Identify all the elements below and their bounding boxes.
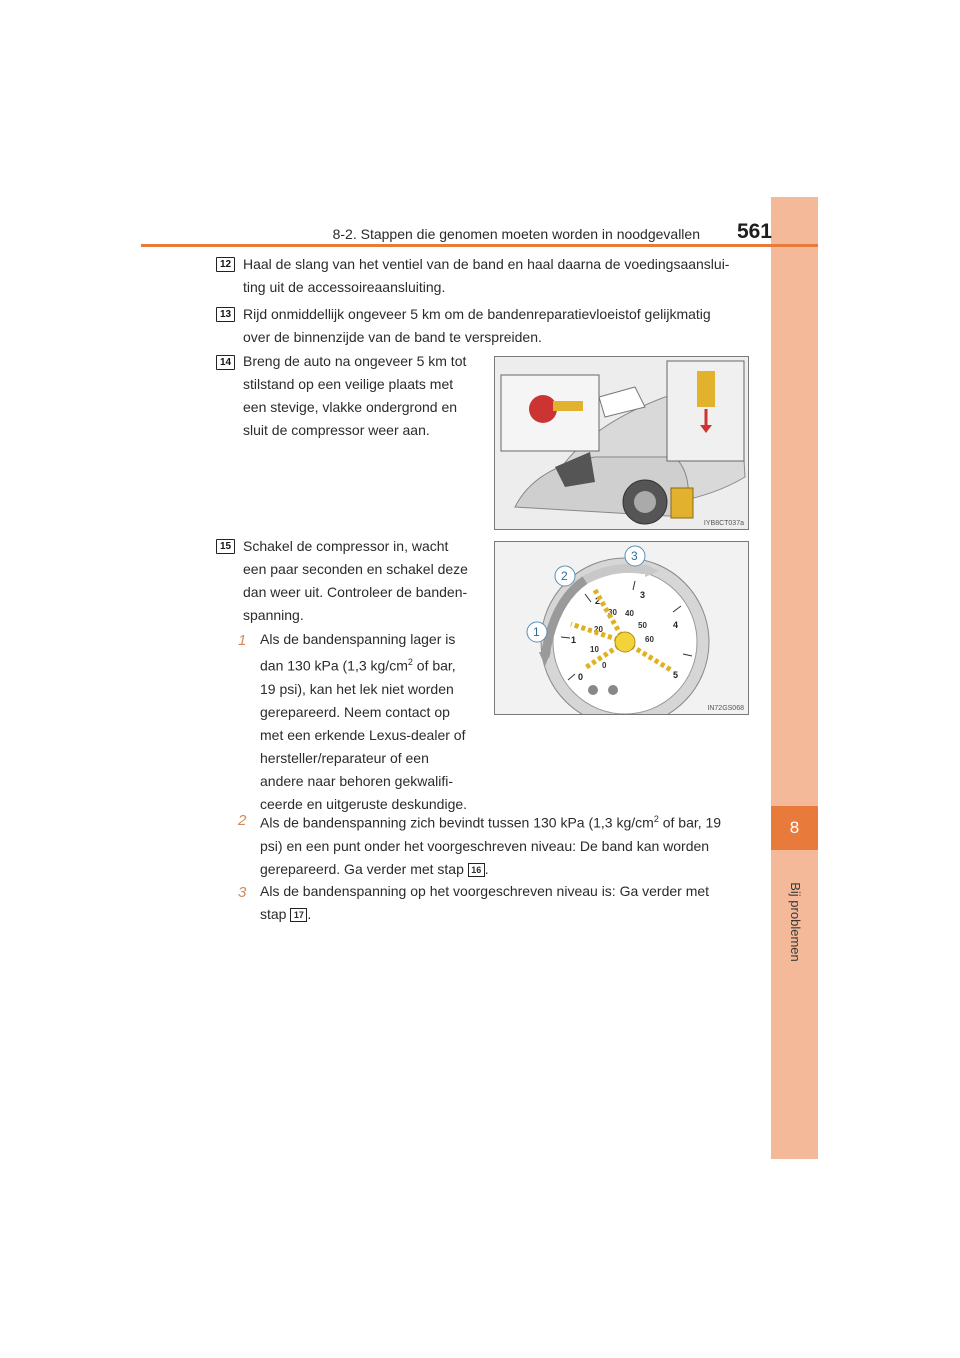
gauge-inner-0: 0 bbox=[602, 661, 607, 670]
gauge-tick-2: 2 bbox=[595, 596, 600, 606]
figure-code: IN72GS068 bbox=[707, 705, 744, 712]
sub-item-1-line: hersteller/reparateur of een bbox=[260, 749, 429, 766]
sub-item-1-line: andere naar behoren gekwalifi- bbox=[260, 772, 454, 789]
figure-code: IYB8CT037a bbox=[703, 520, 744, 527]
gauge-tick-4: 4 bbox=[673, 620, 678, 630]
step-number-13: 13 bbox=[216, 307, 235, 322]
superscript: 2 bbox=[653, 814, 659, 824]
sub-item-3-line: Als de bandenspanning op het voorgeschre… bbox=[260, 883, 710, 899]
gauge-tick-5: 5 bbox=[673, 670, 678, 680]
text-run: gerepareerd. Ga verder met stap bbox=[260, 860, 468, 877]
text-run: of bar, bbox=[412, 657, 456, 674]
step-13-line-1: Rijd onmiddellijk ongeveer 5 km om de ba… bbox=[243, 306, 711, 322]
gauge-inner-30: 30 bbox=[608, 608, 617, 617]
step-15-text: Schakel de compressor in, wacht een paar… bbox=[243, 535, 479, 627]
step-number-12: 12 bbox=[216, 257, 235, 272]
step-14-line: Breng de auto na ongeveer 5 km tot bbox=[243, 353, 467, 369]
sub-item-2-line: psi) en een punt onder het voorgeschreve… bbox=[260, 837, 710, 854]
step-reference-16[interactable]: 16 bbox=[467, 862, 485, 877]
step-12-line-1: Haal de slang van het ventiel van de ban… bbox=[243, 256, 730, 272]
gauge-inner-40: 40 bbox=[625, 609, 634, 618]
pressure-gauge-illustration: 0 1 2 3 4 5 0 10 20 30 40 50 60 bbox=[494, 541, 749, 715]
gauge-tick-1: 1 bbox=[571, 635, 576, 645]
step-12-text: Haal de slang van het ventiel van de ban… bbox=[243, 253, 746, 299]
step-15-line: spanning. bbox=[243, 607, 304, 623]
step-13-line-2: over de binnenzijde van de band te versp… bbox=[243, 329, 542, 345]
superscript: 2 bbox=[407, 657, 413, 667]
gauge-callout-1: 1 bbox=[533, 625, 540, 639]
gauge-tick-0: 0 bbox=[578, 672, 583, 682]
gauge-callout-3: 3 bbox=[631, 549, 638, 563]
step-14-line: stilstand op een veilige plaats met bbox=[243, 376, 454, 392]
step-14-line: een stevige, vlakke ondergrond en bbox=[243, 399, 458, 415]
sub-item-1-line: Als de bandenspanning lager is bbox=[260, 631, 456, 647]
gauge-inner-50: 50 bbox=[638, 621, 647, 630]
page-header-title: 8-2. Stappen die genomen moeten worden i… bbox=[332, 226, 700, 242]
sub-item-2-text: Als de bandenspanning zich bevindt tusse… bbox=[260, 808, 746, 881]
step-14-text: Breng de auto na ongeveer 5 km tot stils… bbox=[243, 350, 479, 442]
sub-item-1-line: 19 psi), kan het lek niet worden bbox=[260, 680, 454, 697]
side-tab bbox=[771, 197, 818, 1159]
text-run: stap bbox=[260, 906, 291, 922]
step-number-14: 14 bbox=[216, 355, 235, 370]
chapter-label: Bij problemen bbox=[788, 882, 803, 962]
gauge-svg: 0 1 2 3 4 5 0 10 20 30 40 50 60 bbox=[495, 542, 748, 714]
step-15-line: een paar seconden en schakel deze bbox=[243, 561, 468, 577]
car-illustration-svg bbox=[495, 357, 748, 529]
text-run: Als de bandenspanning zich bevindt tusse… bbox=[260, 814, 654, 831]
page-number: 561 bbox=[736, 220, 772, 243]
chapter-number: 8 bbox=[771, 806, 818, 850]
step-15-line: dan weer uit. Controleer de banden- bbox=[243, 584, 468, 600]
sub-item-2-line: Als de bandenspanning zich bevindt tusse… bbox=[260, 808, 746, 835]
step-number-15: 15 bbox=[216, 539, 235, 554]
sub-item-1-line: dan 130 kPa (1,3 kg/cm2 of bar, bbox=[260, 651, 479, 678]
sub-item-3-line: stap 17. bbox=[260, 903, 746, 926]
sub-item-1-text: Als de bandenspanning lager is dan 130 k… bbox=[260, 628, 479, 816]
sub-item-1-line: gerepareerd. Neem contact op bbox=[260, 703, 450, 720]
text-run: . bbox=[484, 860, 489, 877]
gauge-inner-60: 60 bbox=[645, 635, 654, 644]
sub-item-1-line: ceerde en uitgeruste deskundige. bbox=[260, 795, 468, 812]
step-15-line: Schakel de compressor in, wacht bbox=[243, 538, 449, 554]
sub-item-2-marker: 2 bbox=[238, 812, 247, 829]
text-run: of bar, 19 bbox=[658, 814, 722, 831]
compressor-connection-illustration: IYB8CT037a bbox=[494, 356, 749, 530]
sub-item-1-line: met een erkende Lexus-dealer of bbox=[260, 726, 466, 743]
sub-item-3-marker: 3 bbox=[238, 884, 247, 901]
sub-item-3-text: Als de bandenspanning op het voorgeschre… bbox=[260, 880, 746, 926]
sub-item-2-line: gerepareerd. Ga verder met stap 16. bbox=[260, 858, 746, 881]
step-14-line: sluit de compressor weer aan. bbox=[243, 422, 430, 438]
header-rule bbox=[141, 244, 818, 247]
text-run: . bbox=[307, 906, 312, 922]
text-run: dan 130 kPa (1,3 kg/cm bbox=[260, 657, 408, 674]
gauge-tick-3: 3 bbox=[640, 590, 645, 600]
step-12-line-2: ting uit de accessoireaansluiting. bbox=[243, 279, 446, 295]
step-13-text: Rijd onmiddellijk ongeveer 5 km om de ba… bbox=[243, 303, 746, 349]
gauge-inner-10: 10 bbox=[590, 645, 599, 654]
gauge-inner-20: 20 bbox=[594, 625, 603, 634]
sub-item-1-marker: 1 bbox=[238, 632, 247, 649]
step-reference-17[interactable]: 17 bbox=[290, 908, 308, 923]
gauge-callout-2: 2 bbox=[561, 569, 568, 583]
